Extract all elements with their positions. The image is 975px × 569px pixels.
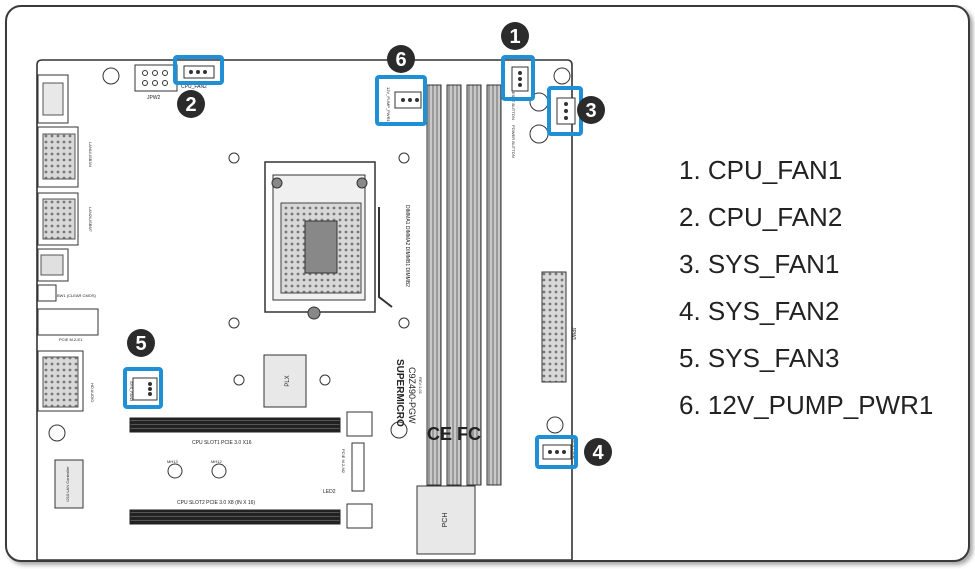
svg-text:6: 6	[395, 49, 406, 71]
jpw2-header: JPW2	[134, 64, 178, 101]
jpw2-label: JPW2	[147, 95, 161, 101]
reset-button-label: RESET BUTTON	[511, 89, 516, 120]
number-badges: 1 2 3 4 5 6	[127, 22, 612, 466]
badge-6: 6	[387, 45, 415, 73]
mounting-holes	[48, 67, 571, 479]
lan-controller-chip: I210 LAN Controller	[54, 459, 84, 509]
legend-item-sys-fan3: 5. SYS_FAN3	[679, 343, 840, 373]
plx-label: PLX	[285, 375, 291, 386]
jpw1-label: JPW1	[570, 327, 576, 341]
diagram-frame: JPW2	[5, 5, 970, 562]
svg-text:4: 4	[592, 442, 604, 464]
usb-port-label: LAN2/USB6/7	[88, 207, 93, 233]
power-button-label: POWER BUTTON	[511, 125, 516, 158]
pcie-slot2-label: CPU SLOT2 PCIE 3.0 X8 (IN X 16)	[177, 500, 255, 506]
brand-logo: SUPERMICRO	[394, 359, 405, 427]
plx-chip: PLX	[263, 354, 307, 408]
legend-item-cpu-fan2: 2. CPU_FAN2	[679, 202, 843, 232]
pump-label: 12V_PUMP_PWR1	[386, 87, 391, 122]
jpw1-power-connector: JPW1	[541, 271, 576, 383]
model-label: C9Z490-PGW	[407, 367, 417, 424]
svg-text:2: 2	[185, 94, 196, 116]
cpu-socket	[264, 161, 393, 320]
mh12-label: MH12	[211, 459, 222, 464]
highlight-cpu-fan2	[173, 55, 224, 85]
m2-e1-label: PCIE M.2-E1	[59, 337, 83, 342]
dimm-slots: DIMMA1 DIMMA2 DIMMB1 DIMMB2	[404, 84, 502, 486]
highlight-pump-power	[375, 75, 427, 126]
badge-5: 5	[127, 329, 155, 357]
lan-controller-label: I210 LAN Controller	[65, 466, 70, 502]
board-branding: SUPERMICRO C9Z490-PGW REV:1.01 CE FC	[394, 359, 481, 444]
highlight-sys-fan2	[535, 435, 578, 469]
dimm-label: DIMMA1 DIMMA2 DIMMB1 DIMMB2	[404, 205, 410, 287]
bw1-label: BW1 (CLEAR CMOS)	[57, 293, 97, 298]
badge-4: 4	[584, 438, 612, 466]
fan-header-sys-fan3: SYS_FAN3	[129, 377, 158, 402]
legend-item-sys-fan1: 3. SYS_FAN1	[679, 249, 840, 279]
pump-power-header: 12V_PUMP_PWR1	[386, 87, 422, 122]
lan-port-label: LAN1/USB3/4	[88, 142, 93, 168]
fan-header-cpu-fan2: CPU_FAN2	[181, 65, 215, 90]
legend-item-12v-pump-pwr1: 6. 12V_PUMP_PWR1	[679, 390, 934, 420]
badge-3: 3	[577, 96, 605, 124]
m2-pcie-label: PCIE M.2-M2	[341, 449, 346, 474]
certification-marks: CE FC	[427, 424, 481, 444]
badge-2: 2	[177, 90, 205, 118]
highlight-cpu-fan1	[501, 55, 535, 101]
hd-audio-label: HD AUDIO	[90, 383, 95, 402]
pcie-slot1-label: CPU SLOT1 PCIE 3.0 X16	[192, 440, 252, 446]
fan-header-cpu-fan1	[511, 66, 529, 92]
badge-1: 1	[501, 22, 529, 50]
led2-label: LED2	[323, 489, 336, 495]
highlight-boxes	[123, 55, 583, 469]
svg-text:5: 5	[135, 333, 146, 355]
pch-label: PCH	[442, 513, 449, 528]
highlight-sys-fan3	[123, 367, 163, 409]
fan-header-sys-fan1	[556, 97, 576, 125]
legend-item-sys-fan2: 4. SYS_FAN2	[679, 296, 840, 326]
cpu-fan2-label: CPU_FAN2	[181, 84, 207, 90]
motherboard-layout: JPW2	[36, 22, 612, 560]
svg-text:1: 1	[509, 26, 520, 48]
mh13-label: MH13	[167, 459, 178, 464]
rear-io-ports	[37, 74, 99, 412]
svg-text:3: 3	[585, 100, 596, 122]
pcie-slots: CPU SLOT1 PCIE 3.0 X16 CPU SLOT2 PCIE 3.…	[129, 411, 373, 529]
sys-fan3-label: SYS_FAN3	[129, 381, 134, 402]
connector-legend: 1. CPU_FAN1 2. CPU_FAN2 3. SYS_FAN1 4. SYS_…	[679, 155, 933, 437]
legend-item-cpu-fan1: 1. CPU_FAN1	[679, 155, 843, 185]
pch-chip: PCH	[416, 485, 476, 555]
revision-label: REV:1.01	[418, 377, 423, 395]
